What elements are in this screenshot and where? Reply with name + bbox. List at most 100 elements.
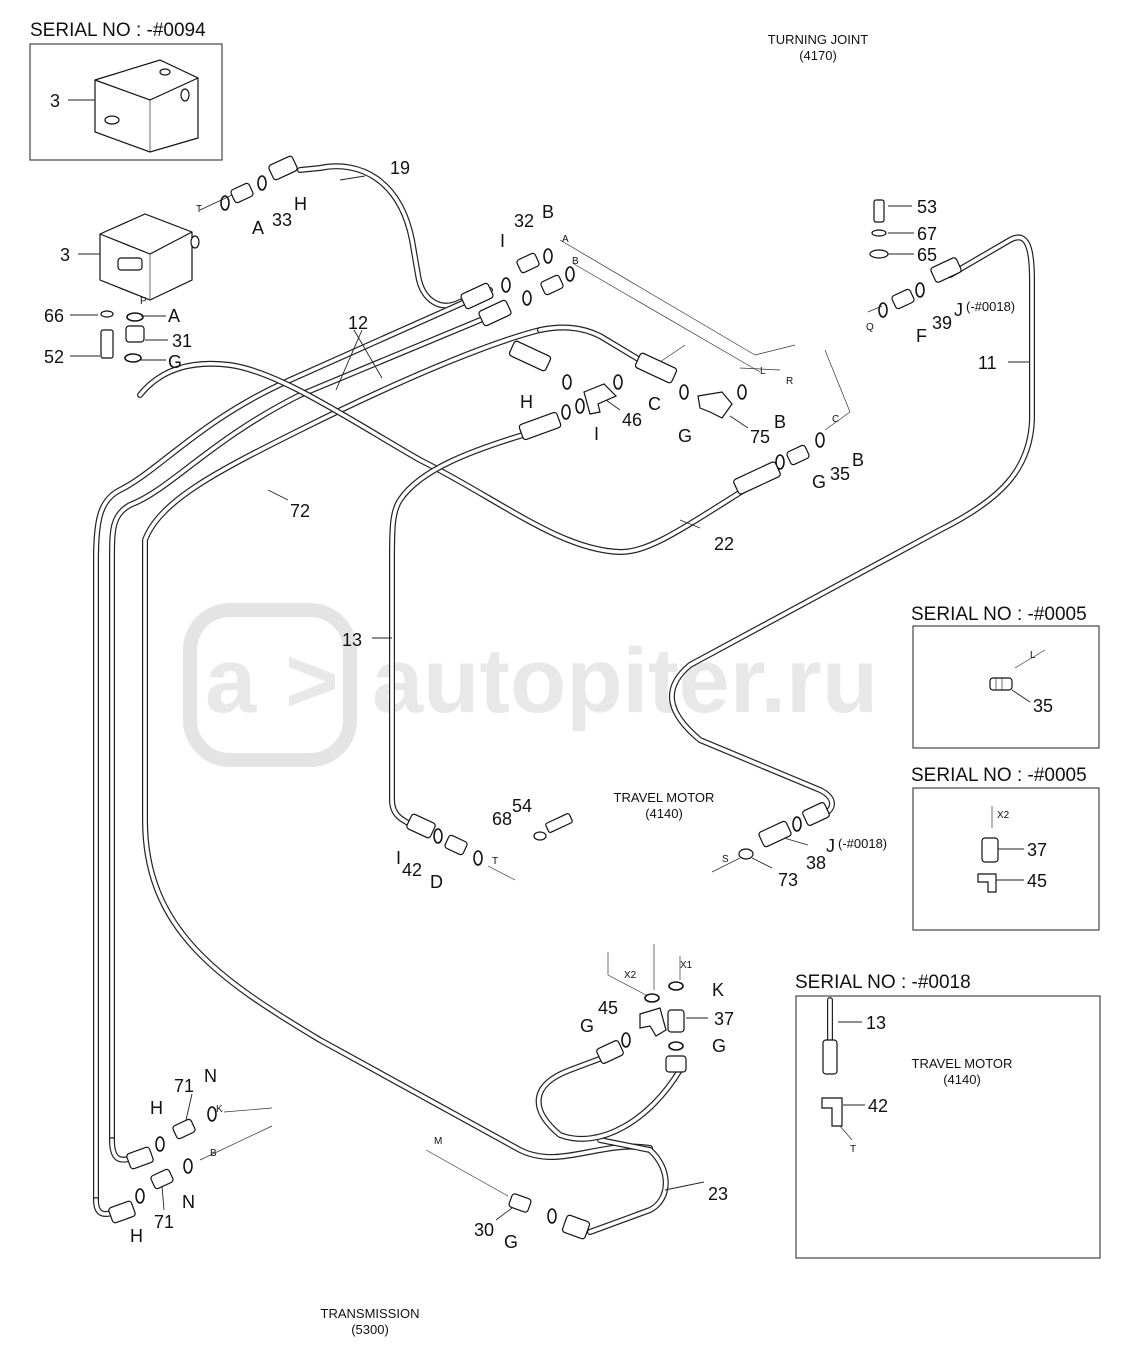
hose-end-icon <box>665 1055 687 1073</box>
hose-end-icon <box>634 352 678 384</box>
serial-box-0094: SERIAL NO : -#0094 3 <box>29 20 223 161</box>
port-X1: X1 <box>680 960 693 971</box>
port-M: M <box>434 1136 442 1147</box>
serial-frame <box>795 995 1101 1259</box>
hose-end-icon <box>518 411 562 441</box>
elbow-fitting-icon <box>977 873 997 893</box>
letter-G: G <box>712 1036 726 1056</box>
bolt-icon <box>100 329 114 359</box>
letter-N: N <box>182 1192 195 1212</box>
adapter-icon <box>667 1009 685 1033</box>
callout-52: 52 <box>44 347 64 367</box>
callout-67: 67 <box>917 224 937 244</box>
control-valve-icon <box>99 213 200 301</box>
transmission-code: (5300) <box>351 1322 389 1337</box>
control-valve-block-icon <box>94 59 199 153</box>
travel-motor-label: TRAVEL MOTOR <box>614 790 715 805</box>
letter-N: N <box>204 1066 217 1086</box>
component-name: TRAVEL MOTOR <box>912 1056 1013 1071</box>
adapter-icon <box>540 274 564 296</box>
port-B: B <box>572 256 579 267</box>
letter-H: H <box>294 194 307 214</box>
leader-lines <box>70 175 1030 1221</box>
callout-68: 68 <box>492 809 512 829</box>
fittings <box>99 155 962 1240</box>
callout-42: 42 <box>402 860 422 880</box>
serial-box-0005-a: SERIAL NO : -#0005 L 35 <box>911 604 1100 749</box>
port-T: T <box>492 856 498 867</box>
letter-H: H <box>520 392 533 412</box>
callout-35: 35 <box>830 464 850 484</box>
letter-J: J <box>826 836 835 856</box>
bolt-icon <box>873 199 885 223</box>
callout-37: 37 <box>714 1009 734 1029</box>
callout-53: 53 <box>917 197 937 217</box>
washer-icon <box>100 310 114 318</box>
adapter-icon <box>891 288 915 310</box>
callout-73: 73 <box>778 870 798 890</box>
letter-I: I <box>500 231 505 251</box>
letter-A: A <box>168 306 180 326</box>
callout-42-box: 42 <box>868 1096 888 1116</box>
serial-title: SERIAL NO : -#0094 <box>30 20 206 41</box>
hose-end-icon <box>733 461 781 495</box>
port-L: L <box>760 366 766 377</box>
serial-title: SERIAL NO : -#0005 <box>911 604 1087 625</box>
watermark-arrow: > <box>285 630 339 732</box>
letter-G: G <box>580 1016 594 1036</box>
adapter-icon <box>172 1118 196 1140</box>
callout-45-box: 45 <box>1027 871 1047 891</box>
adapter-fitting-icon <box>981 837 999 863</box>
callout-71-a: 71 <box>174 1076 194 1096</box>
port-S: S <box>722 854 729 865</box>
elbow-fitting-icon <box>821 1097 843 1127</box>
bolt-icon <box>545 813 573 833</box>
hose-end-icon <box>596 1040 624 1064</box>
connection-letters: A H A G B I J (-#0018) F H C G B I B G J… <box>130 194 1015 1252</box>
callout-13-box: 13 <box>866 1013 886 1033</box>
hose-end-icon <box>108 1200 136 1224</box>
callout-30: 30 <box>474 1220 494 1240</box>
hose-end-icon <box>126 1146 154 1170</box>
serial-title: SERIAL NO : -#0018 <box>795 972 971 993</box>
port-label: X2 <box>997 810 1010 821</box>
letter-B: B <box>774 412 786 432</box>
callout-75: 75 <box>750 427 770 447</box>
adapter-icon <box>444 834 468 856</box>
callout-31: 31 <box>172 331 192 351</box>
hose-end-fitting-icon <box>822 1039 838 1075</box>
adapter-icon <box>508 1193 532 1213</box>
letter-D: D <box>430 872 443 892</box>
callout-66: 66 <box>44 306 64 326</box>
hose-end-icon <box>508 340 552 372</box>
letter-I: I <box>396 848 401 868</box>
port-X2: X2 <box>624 970 637 981</box>
serial-frame <box>29 43 223 161</box>
hose-end-icon <box>406 813 436 839</box>
tee-fitting-icon <box>583 383 618 415</box>
turning-joint-code: (4170) <box>799 48 837 63</box>
note-j: (-#0018) <box>838 836 887 851</box>
port-labels: T P A B Q L R C T S X2 X1 K B M <box>140 204 874 1159</box>
port-T: T <box>196 204 202 215</box>
washer-icon <box>738 848 754 860</box>
letter-G: G <box>678 426 692 446</box>
callouts: 3 19 33 32 53 67 65 66 31 52 12 39 11 46… <box>44 158 997 1240</box>
serial-box-0018: SERIAL NO : -#0018 13 42 T TRAVEL MOTOR … <box>795 972 1101 1259</box>
callout-11: 11 <box>978 353 997 373</box>
letter-J: J <box>954 300 963 320</box>
callout-46: 46 <box>622 410 642 430</box>
callout-71-b: 71 <box>154 1212 174 1232</box>
letter-H: H <box>150 1098 163 1118</box>
adapter-icon <box>758 820 792 848</box>
adapter-icon <box>516 252 540 274</box>
letter-B: B <box>852 450 864 470</box>
callout-3: 3 <box>60 245 70 265</box>
letter-A: A <box>252 218 264 238</box>
adapter-fitting-icon <box>989 677 1013 691</box>
callout-13: 13 <box>342 630 362 650</box>
turning-joint-label: TURNING JOINT <box>768 32 868 47</box>
serial-frame <box>912 787 1100 931</box>
adapter-icon <box>125 325 145 343</box>
